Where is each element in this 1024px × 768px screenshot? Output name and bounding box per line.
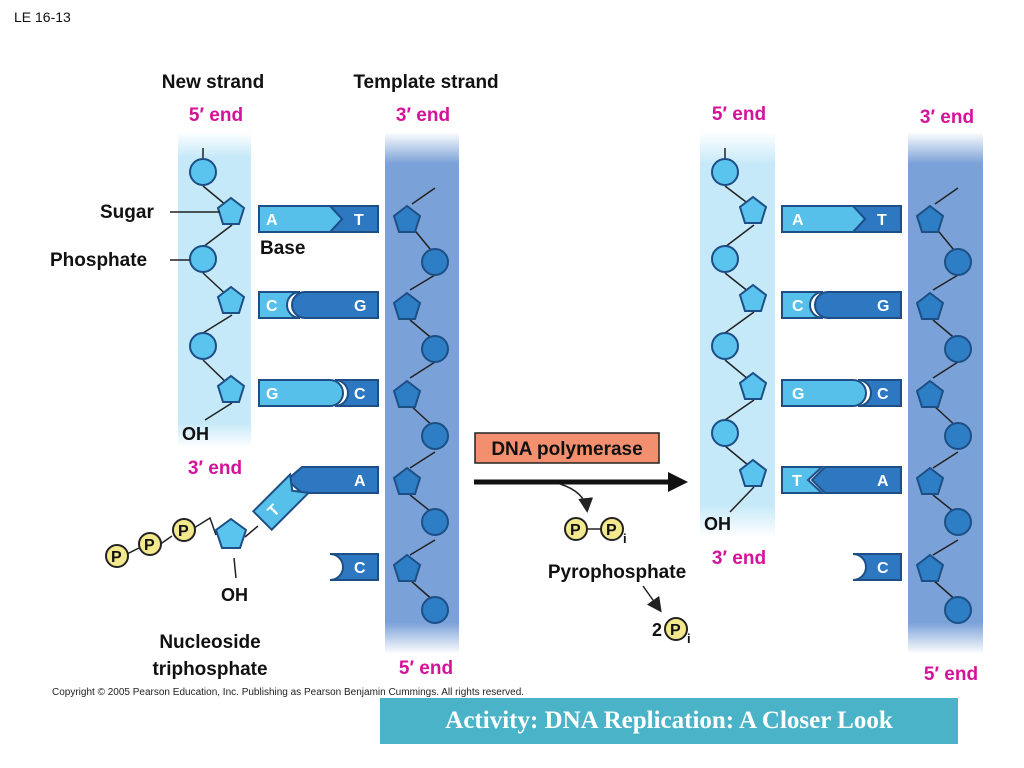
right-pair-at: A T <box>781 205 902 233</box>
new-strand-backbone <box>189 148 246 421</box>
right-pair-ta: T A <box>781 466 902 494</box>
svg-text:T: T <box>877 212 887 229</box>
sugar-pentagon <box>392 291 422 320</box>
dna-polymerase-box <box>474 432 660 464</box>
phosphate-circle <box>421 248 449 276</box>
right-new-backbone <box>711 148 768 513</box>
copyright-notice: Copyright © 2005 Pearson Education, Inc.… <box>52 687 524 698</box>
sugar-pentagon <box>392 466 422 495</box>
phosphate-p-circle <box>138 532 162 556</box>
template-base-c: C <box>329 553 379 581</box>
pyrophosphate-label: Pyrophosphate <box>548 562 686 583</box>
sugar-pentagon <box>738 458 768 487</box>
svg-text:C: C <box>877 386 889 403</box>
oh-left: OH <box>182 424 209 444</box>
template-base-a: A <box>285 466 379 494</box>
hydrolysis-arrow <box>642 585 662 613</box>
svg-text:P: P <box>570 522 581 539</box>
base-new: A <box>266 212 278 229</box>
release-arrow <box>559 483 594 513</box>
phosphate-label: Phosphate <box>50 250 147 271</box>
nucleoside-label-1: Nucleoside <box>159 632 260 653</box>
svg-text:P: P <box>144 537 155 554</box>
sugar-pentagon <box>738 371 768 400</box>
incoming-base-t: T <box>251 472 311 532</box>
phosphate-circle <box>189 332 217 360</box>
right-new-3-end: 3′ end <box>712 548 766 569</box>
base-template: C <box>354 560 366 577</box>
svg-text:C: C <box>877 560 889 577</box>
right-new-5-end: 5′ end <box>712 104 766 125</box>
phosphate-p-circle <box>172 518 196 542</box>
svg-text:T: T <box>792 473 802 490</box>
sugar-pentagon <box>392 553 422 582</box>
right-unpaired-c: C <box>852 553 902 581</box>
svg-text:P: P <box>670 622 681 639</box>
base-pair-at: A T <box>258 205 379 233</box>
phosphate-circle <box>421 596 449 624</box>
right-template-5-end: 5′ end <box>924 664 978 685</box>
base-new: G <box>266 386 278 403</box>
base-template: G <box>354 298 366 315</box>
nucleoside-triphosphate: P P P T OH <box>105 472 311 605</box>
base-pair-gc: G C <box>258 379 379 407</box>
new-strand-3-end: 3′ end <box>188 458 242 479</box>
template-backbone <box>392 187 449 624</box>
phosphate-p-circle <box>105 544 129 568</box>
sugar-label: Sugar <box>100 202 154 223</box>
dna-polymerase-label: DNA polymerase <box>491 439 642 460</box>
svg-text:2: 2 <box>652 620 662 640</box>
svg-text:P: P <box>111 549 122 566</box>
base-pair-cg: C G <box>258 291 379 319</box>
oh-incoming: OH <box>221 585 248 605</box>
base-label: Base <box>260 238 305 259</box>
phosphate-circle <box>421 335 449 363</box>
sugar-pentagon <box>738 195 768 224</box>
base-template: T <box>354 212 364 229</box>
right-pair-cg: C G <box>781 291 902 319</box>
reaction-arrowhead <box>668 472 688 492</box>
template-strand-label: Template strand <box>353 72 498 93</box>
right-panel: 5′ end 3′ end OH 3′ end <box>700 104 983 685</box>
base-new: C <box>266 298 278 315</box>
svg-text:A: A <box>877 473 889 490</box>
sugar-pentagon <box>216 196 246 225</box>
pyrophosphate-molecule: P P i <box>564 517 627 546</box>
svg-text:P: P <box>178 523 189 540</box>
oh-right: OH <box>704 514 731 534</box>
right-pair-gc: G C <box>781 379 902 407</box>
svg-text:C: C <box>792 298 804 315</box>
new-strand-label: New strand <box>162 72 264 93</box>
left-panel: New strand Template strand 5′ end 3′ end… <box>50 72 499 680</box>
svg-text:A: A <box>792 212 804 229</box>
sugar-pentagon <box>738 283 768 312</box>
svg-text:G: G <box>792 386 804 403</box>
two-phosphate: 2 P i <box>652 617 691 646</box>
reaction-center: DNA polymerase P P i Pyrophosphate 2 P i <box>474 432 691 646</box>
right-template-backbone <box>915 187 972 624</box>
inorganic-subscript: i <box>623 531 627 546</box>
activity-link-button[interactable]: Activity: DNA Replication: A Closer Look <box>380 698 958 744</box>
new-strand-5-end: 5′ end <box>189 105 243 126</box>
sugar-pentagon <box>392 204 422 233</box>
phosphate-circle <box>421 508 449 536</box>
template-strand-5-end: 5′ end <box>399 658 453 679</box>
slide-label: LE 16-13 <box>14 9 71 25</box>
svg-text:G: G <box>877 298 889 315</box>
nucleoside-label-2: triphosphate <box>152 659 267 680</box>
sugar-pentagon <box>216 374 246 403</box>
svg-text:P: P <box>606 522 617 539</box>
phosphate-circle <box>189 245 217 273</box>
sugar-pentagon <box>216 285 246 314</box>
right-template-3-end: 3′ end <box>920 107 974 128</box>
sugar-pentagon <box>214 517 248 549</box>
svg-text:i: i <box>687 631 691 646</box>
phosphate-circle <box>421 422 449 450</box>
sugar-pentagon <box>392 379 422 408</box>
template-strand-3-end: 3′ end <box>396 105 450 126</box>
phosphate-circle <box>189 158 217 186</box>
base-template: A <box>354 473 366 490</box>
base-template: C <box>354 386 366 403</box>
